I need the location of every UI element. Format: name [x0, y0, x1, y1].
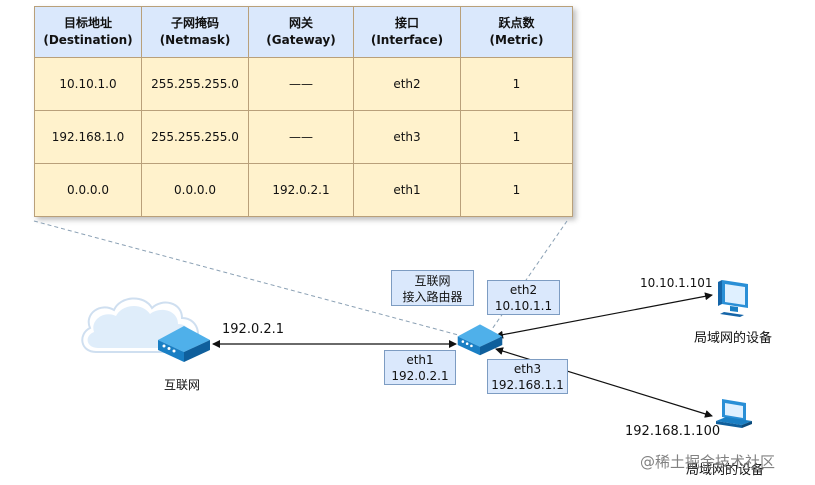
cell-destination: 10.10.1.0: [34, 57, 142, 111]
header-gateway: 网关(Gateway): [248, 6, 354, 58]
header-netmask: 子网掩码(Netmask): [141, 6, 249, 58]
callout-dashed-right: [489, 220, 568, 333]
cell-metric: 1: [460, 163, 573, 217]
cell-interface: eth1: [353, 163, 461, 217]
lan-bottom-ip: 192.168.1.100: [625, 424, 721, 439]
cell-metric: 1: [460, 57, 573, 111]
laptop-icon: [716, 399, 752, 428]
internet-label: 互联网: [164, 378, 201, 392]
routing-table: 目标地址(Destination) 子网掩码(Netmask) 网关(Gatew…: [34, 6, 573, 217]
cell-gateway: ——: [248, 110, 354, 164]
header-interface: 接口(Interface): [353, 6, 461, 58]
cell-destination: 0.0.0.0: [34, 163, 142, 217]
monitor-icon: [718, 280, 748, 317]
router-name-box: 互联网 接入路由器: [391, 270, 474, 306]
link-eth2: [495, 292, 713, 339]
cell-interface: eth3: [353, 110, 461, 164]
cell-netmask: 0.0.0.0: [141, 163, 249, 217]
cell-gateway: 192.0.2.1: [248, 163, 354, 217]
cell-netmask: 255.255.255.0: [141, 57, 249, 111]
lan-bottom-label: 局域网的设备: [686, 463, 765, 478]
cell-destination: 192.168.1.0: [34, 110, 142, 164]
table-row: 0.0.0.0 0.0.0.0 192.0.2.1 eth1 1: [34, 163, 573, 217]
eth3-box: eth3 192.168.1.1: [487, 359, 568, 394]
eth1-box: eth1 192.0.2.1: [384, 350, 456, 385]
gateway-ip-label: 192.0.2.1: [222, 322, 285, 337]
callout-dashed-left: [33, 220, 463, 337]
router-icon: [457, 324, 503, 356]
table-row: 192.168.1.0 255.255.255.0 —— eth3 1: [34, 110, 573, 164]
eth2-box: eth2 10.10.1.1: [487, 280, 560, 315]
header-metric: 跃点数(Metric): [460, 6, 573, 58]
cell-metric: 1: [460, 110, 573, 164]
cell-gateway: ——: [248, 57, 354, 111]
table-row: 10.10.1.0 255.255.255.0 —— eth2 1: [34, 57, 573, 111]
header-destination: 目标地址(Destination): [34, 6, 142, 58]
lan-top-label: 局域网的设备: [694, 331, 773, 346]
cell-netmask: 255.255.255.0: [141, 110, 249, 164]
lan-top-ip: 10.10.1.101: [640, 276, 713, 290]
watermark: @稀土掘金技术社区: [640, 453, 776, 471]
router-icon: [158, 326, 210, 362]
table-header-row: 目标地址(Destination) 子网掩码(Netmask) 网关(Gatew…: [34, 6, 573, 58]
